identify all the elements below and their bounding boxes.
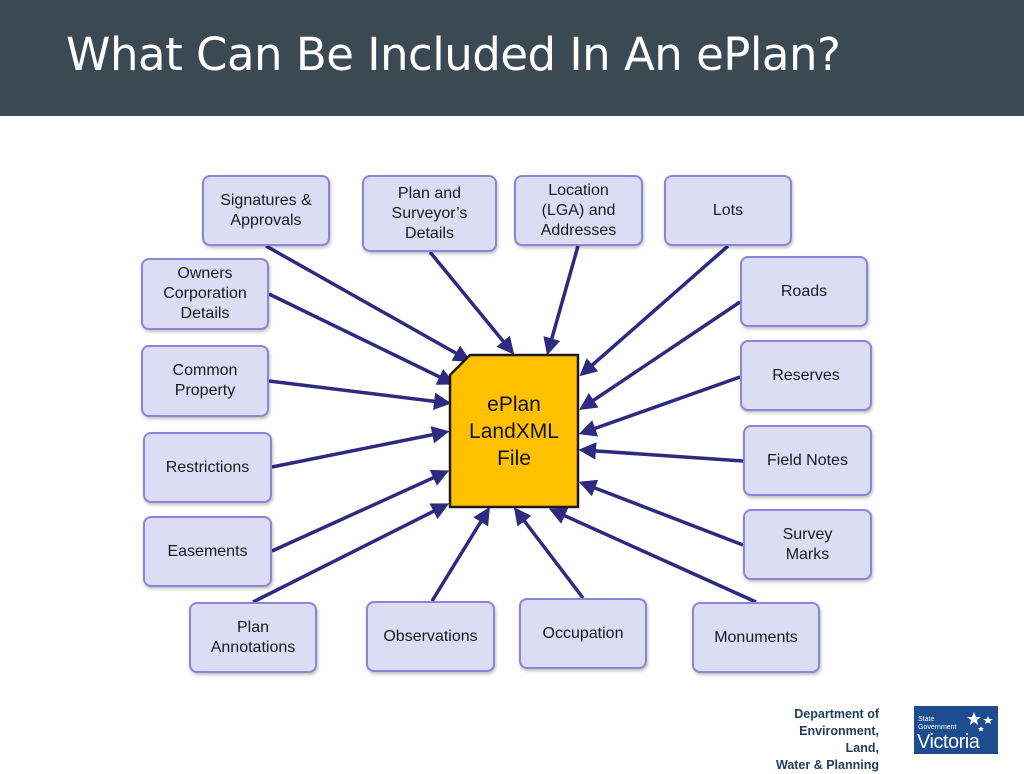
arrow-signatures (265, 244, 472, 362)
arrow-observations (430, 507, 490, 602)
arrow-owners-corporation (268, 292, 456, 385)
arrow-plan-annotations (252, 503, 450, 604)
arrow-field-notes (578, 442, 744, 463)
node-lots: Lots (664, 175, 792, 246)
victoria-stars-icon (967, 712, 993, 732)
slide-title: What Can Be Included In An ePlan? (66, 28, 841, 81)
node-easements: Easements (143, 516, 272, 587)
title-bar: What Can Be Included In An ePlan? (0, 0, 1024, 116)
node-plan-annotations: Plan Annotations (189, 602, 317, 673)
arrow-location (543, 245, 580, 356)
node-restrictions: Restrictions (143, 432, 272, 503)
arrows-group (252, 244, 757, 604)
node-observations: Observations (366, 601, 495, 672)
center-file-shape (448, 353, 580, 509)
node-signatures-approvals: Signatures & Approvals (202, 175, 330, 246)
node-location-addresses: Location (LGA) and Addresses (514, 175, 643, 246)
arrow-survey-marks (578, 479, 744, 547)
node-field-notes: Field Notes (743, 425, 872, 496)
node-reserves: Reserves (740, 340, 872, 411)
victoria-label: Victoria (917, 731, 980, 753)
node-plan-surveyor-details: Plan and Surveyor’s Details (362, 175, 497, 252)
center-file-label: ePlan LandXML File (469, 392, 559, 470)
node-owners-corporation: Owners Corporation Details (141, 258, 269, 330)
arrow-easements (271, 469, 450, 553)
department-name: Department of Environment, Land, Water &… (775, 707, 879, 772)
department-logo: Department of Environment, Land, Water &… (772, 700, 1002, 772)
arrow-lots (579, 244, 730, 377)
state-government-label: State Government (918, 716, 957, 731)
node-occupation: Occupation (519, 598, 647, 669)
node-survey-marks: Survey Marks (743, 509, 872, 580)
arrow-common-property (268, 379, 452, 410)
node-common-property: Common Property (141, 345, 269, 417)
arrow-restrictions (271, 426, 450, 469)
node-roads: Roads (740, 256, 868, 327)
victoria-logo-box: State Government Victoria (914, 706, 998, 754)
node-monuments: Monuments (692, 602, 820, 673)
arrow-plan-surveyor (428, 250, 515, 355)
arrow-monuments (548, 507, 757, 604)
arrow-occupation (513, 507, 585, 600)
arrow-roads (579, 300, 741, 410)
arrow-reserves (578, 375, 741, 437)
